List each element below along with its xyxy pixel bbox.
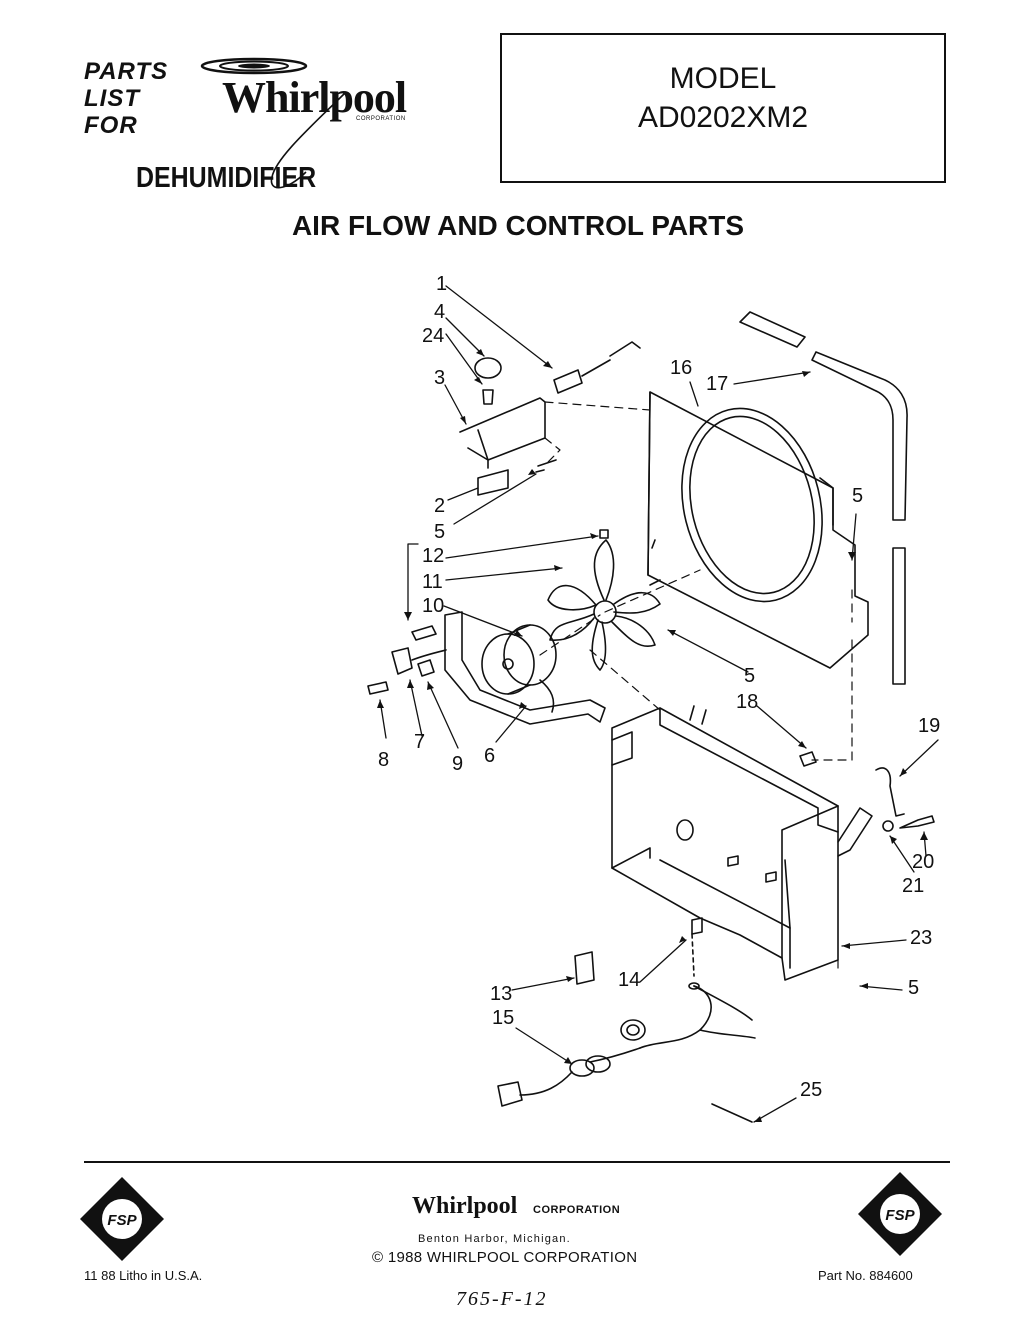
fsp-seal-left: FSP [80,1177,164,1261]
callout-9: 9 [452,753,463,775]
callout-23: 23 [910,927,932,949]
brand-wordmark: Whirlpool [222,73,407,122]
gasket-strips-part [739,311,908,685]
base-pan-part [611,705,873,981]
footer-brand: Whirlpool [412,1193,518,1219]
section-title: AIR FLOW AND CONTROL PARTS [291,210,745,241]
fsp-seal-left-text: FSP [107,1212,137,1229]
callout-14: 14 [618,969,640,991]
back-panel-part [647,391,869,669]
callout-18: 18 [736,691,758,713]
callout-17: 17 [706,373,728,395]
footer-rule [84,1161,950,1163]
parts-list-label: PARTS LIST FOR [84,58,168,139]
callout-20: 20 [912,851,934,873]
parts-list-line-1: PARTS [84,58,169,85]
callout-leader-lines [379,285,939,1123]
callout-1: 1 [436,273,447,295]
fsp-seal-right: FSP [858,1172,942,1256]
callout-13: 13 [490,983,512,1005]
callout-24: 24 [422,325,444,347]
power-cord-part [497,917,756,1123]
footer-part-number: Part No. 884600 [818,1268,913,1283]
callout-5-lower: 5 [908,977,919,999]
side-bracket-hardware [799,751,935,832]
callout-21: 21 [902,875,924,897]
whirlpool-swirl-logo [200,57,347,189]
footer-city: Benton Harbor, Michigan. [418,1233,571,1245]
motor-clip-hardware [367,647,447,695]
callout-6: 6 [484,745,495,767]
callout-5-middle: 5 [744,665,755,687]
callout-5-right: 5 [852,485,863,507]
fan-motor-part [411,611,606,725]
footer-corporation: CORPORATION [533,1204,621,1216]
fan-blade-part [547,529,661,671]
callout-25: 25 [800,1079,822,1101]
model-number: AD0202XM2 [637,101,809,134]
brand-corporation-label: CORPORATION [356,116,406,122]
callout-7: 7 [414,731,425,753]
model-box [500,33,946,183]
footer-copyright: © 1988 WHIRLPOOL CORPORATION [372,1249,638,1266]
callout-11: 11 [422,571,443,593]
parts-list-line-2: LIST [84,85,140,112]
callout-12: 12 [422,545,444,567]
footer-litho: 11 88 Litho in U.S.A. [84,1268,203,1283]
assembly-guide-lines [539,401,853,969]
fsp-seal-right-text: FSP [885,1207,915,1224]
callout-15: 15 [492,1007,514,1029]
parts-list-line-3: FOR [84,112,138,139]
callout-16: 16 [670,357,692,379]
callout-8: 8 [378,749,389,771]
control-bracket-part [459,341,641,496]
callout-3: 3 [434,367,445,389]
handwritten-note: 765-F-12 [456,1288,548,1310]
model-label: MODEL [669,62,777,95]
callout-4: 4 [434,301,445,323]
callout-19: 19 [918,715,940,737]
callout-numbers: 1 4 24 3 2 5 12 11 10 16 17 5 5 18 19 7 … [378,273,940,1101]
callout-arrowheads [377,349,928,1122]
callout-5-upper: 5 [434,521,445,543]
callout-2: 2 [434,495,445,517]
product-name: DEHUMIDIFIER [136,162,317,194]
callout-10: 10 [422,595,444,617]
